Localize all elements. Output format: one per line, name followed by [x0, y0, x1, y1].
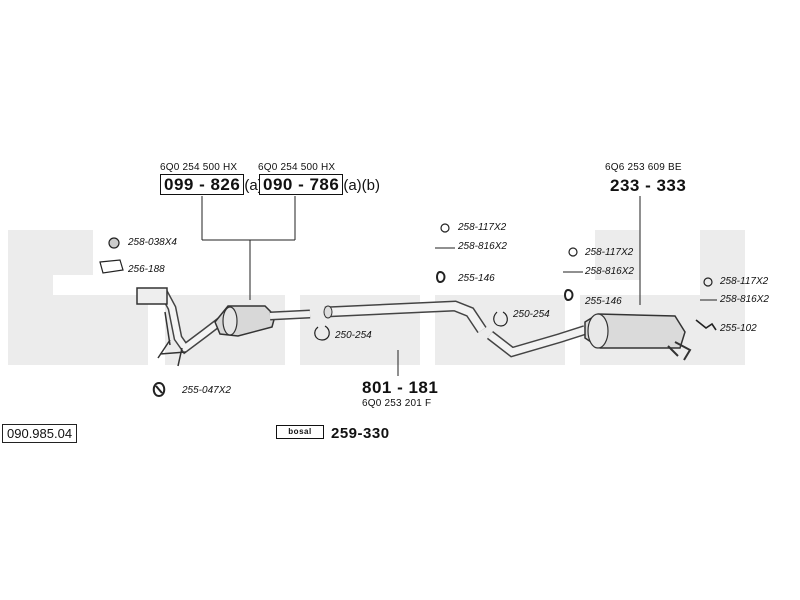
silencer-oem-label: 6Q6 253 609 BE [605, 162, 682, 173]
cat-1-part-suffix: (a) [244, 177, 263, 194]
bolt-3-label: 258-816X2 [720, 294, 769, 305]
mount-front-label: 255-047X2 [182, 385, 231, 396]
mounting-kit-part-number: 259-330 [331, 425, 390, 442]
front-pipe [136, 287, 225, 367]
middle-pipe [323, 300, 487, 334]
cat-1-part: 099 - 826(a) [160, 174, 263, 195]
silencer-part-number: 233 - 333 [610, 176, 687, 195]
cat-2-part-number: 090 - 786 [259, 174, 344, 195]
cat-1-part-number: 099 - 826 [160, 174, 245, 195]
rear-silencer [584, 313, 692, 361]
rear-pipe [486, 325, 587, 358]
flange-gasket-label: 256-188 [128, 264, 165, 275]
bolt-2-label: 258-816X2 [585, 266, 634, 277]
cat-2-part: 090 - 786(a)(b) [259, 174, 381, 195]
leader-lines [201, 196, 717, 376]
small-part-icons [99, 223, 717, 398]
middle-pipe-oem-label: 6Q0 253 201 F [362, 398, 432, 409]
bolt-1-label: 258-816X2 [458, 241, 507, 252]
catalytic-converter [214, 305, 311, 337]
clamp-1-label: 250-254 [335, 330, 372, 341]
clamp-2-label: 250-254 [513, 309, 550, 320]
bosal-logo: bosal [276, 425, 324, 439]
cat-2-part-suffix: (a)(b) [343, 177, 381, 194]
mount-3-label: 255-102 [720, 323, 757, 334]
ring-2-label: 258-117X2 [585, 247, 634, 258]
cat-2-oem-label: 6Q0 254 500 HX [258, 162, 336, 173]
catalog-number: 090.985.04 [2, 424, 78, 443]
gasket-front-label: 258-038X4 [128, 237, 177, 248]
ring-3-label: 258-117X2 [720, 276, 769, 287]
cat-1-oem-label: 6Q0 254 500 HX [160, 162, 238, 173]
ring-1-label: 258-117X2 [458, 222, 507, 233]
mount-1-label: 255-146 [458, 273, 495, 284]
middle-pipe-part-number: 801 - 181 [362, 378, 439, 397]
mount-2-label: 255-146 [585, 296, 622, 307]
